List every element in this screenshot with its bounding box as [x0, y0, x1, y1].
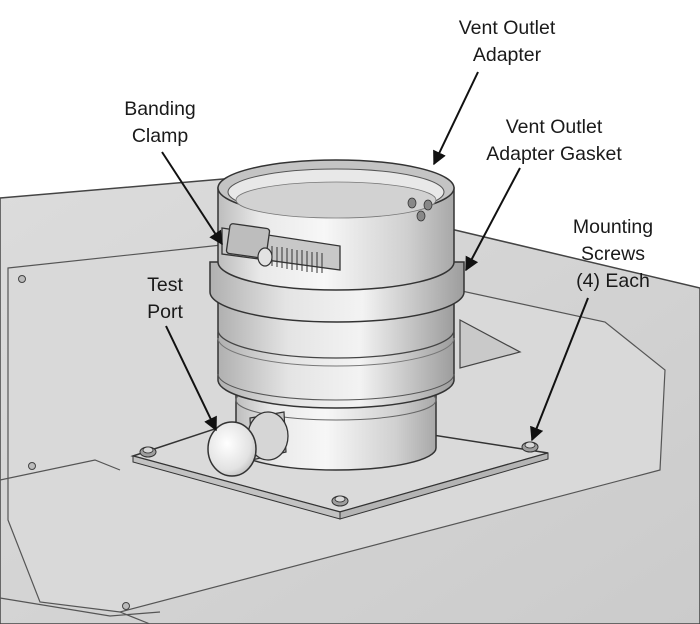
banding-clamp [221, 223, 341, 273]
label-line: Banding [124, 98, 196, 120]
leader-banding-clamp [161, 151, 223, 246]
label-line: Test [147, 274, 183, 296]
label-line: Screws [581, 243, 645, 265]
leader-vent-outlet-adapter [433, 71, 479, 166]
label-line: Port [147, 301, 183, 323]
label-mounting-screws: Mounting Screws (4) Each [548, 214, 678, 295]
label-line: (4) Each [576, 270, 650, 292]
mounting-screws [139, 441, 539, 507]
screw-left [139, 446, 157, 458]
vent-outlet-adapter [217, 159, 455, 291]
label-line: Clamp [131, 125, 189, 147]
screw-right [521, 441, 539, 453]
label-line: Vent Outlet [505, 116, 603, 138]
test-port [207, 411, 289, 477]
leader-adapter-gasket [465, 167, 521, 272]
leader-test-port [165, 325, 217, 432]
leader-lines [161, 71, 589, 442]
clamp-worm-screw [271, 246, 323, 273]
label-banding-clamp: Banding Clamp [100, 96, 220, 150]
label-line: Adapter Gasket [486, 143, 622, 165]
rear-plate [459, 319, 522, 369]
label-line: Mounting [572, 216, 654, 238]
label-line: Vent Outlet [458, 17, 556, 39]
label-vent-outlet-adapter: Vent Outlet Adapter [432, 15, 582, 69]
screw-front [331, 495, 349, 507]
label-test-port: Test Port [120, 272, 210, 326]
label-line: Adapter [472, 44, 542, 66]
label-adapter-gasket: Vent Outlet Adapter Gasket [468, 114, 640, 168]
leader-mounting-screws [530, 297, 589, 442]
